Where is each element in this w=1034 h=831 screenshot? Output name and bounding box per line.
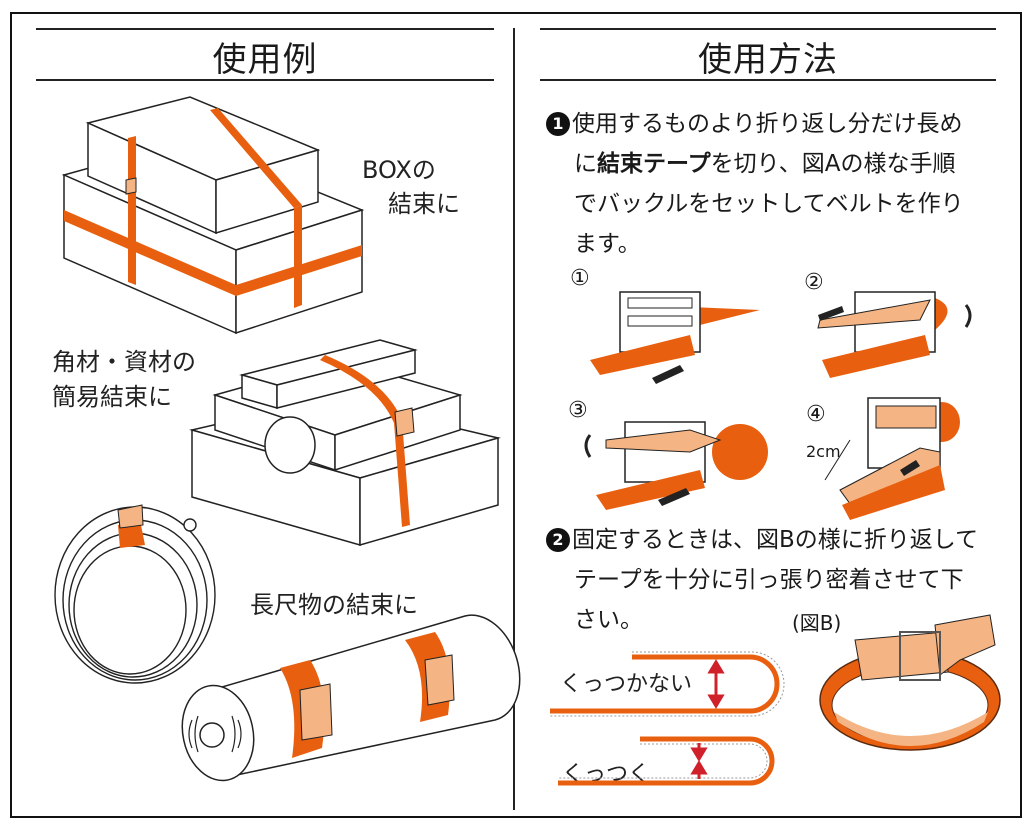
coil-bundle-illustration	[54, 504, 216, 684]
not-stick-label: くっつかない	[560, 672, 693, 697]
box-label-line2: 結束に	[388, 190, 460, 218]
step1-line3: でバックルをセットしてベルトを作り	[574, 191, 964, 217]
long-item-bundle-illustration	[181, 614, 521, 782]
title-rule-top-right	[540, 28, 996, 30]
step1-line4: ます。	[574, 231, 641, 257]
box-bundle-illustration	[61, 96, 365, 335]
lumber-bundle-illustration	[189, 339, 501, 546]
usage-examples-title: 使用例	[212, 40, 318, 80]
title-rule-bottom-right	[540, 79, 996, 81]
title-rule-bottom-left	[36, 79, 494, 81]
page-frame	[10, 12, 1022, 818]
lumber-label-line1: 角材・資材の	[52, 348, 196, 376]
title-rule-top-left	[36, 28, 494, 30]
step1-line2b: を切り、図Aの様な手順	[710, 151, 956, 177]
step1-number-badge: 1	[546, 112, 570, 136]
column-divider	[513, 28, 515, 810]
figure-b-label: (図B)	[792, 611, 842, 635]
figure-a-step2-label: ②	[804, 270, 824, 295]
step1-line2a: に	[574, 151, 597, 177]
step2-number-badge: 2	[546, 528, 570, 552]
step2-line3: さい。	[574, 607, 643, 633]
box-label-line1: BOXの	[362, 156, 436, 184]
figure-a-step3-label: ③	[568, 398, 588, 423]
usage-method-title: 使用方法	[698, 40, 838, 80]
figure-a-measure-label: 2cm	[806, 442, 841, 461]
figure-a-step1-label: ①	[570, 266, 590, 291]
lumber-label-line2: 簡易結束に	[52, 383, 172, 411]
step2-line2: テープを十分に引っ張り密着させて下	[574, 567, 964, 593]
figure-a-step4-label: ④	[806, 402, 826, 427]
step2-line1: 固定するときは、図Bの様に折り返して	[572, 527, 979, 553]
step1-line1: 使用するものより折り返し分だけ長め	[572, 111, 963, 137]
long-item-label: 長尺物の結束に	[250, 591, 418, 619]
step1-product-name: 結束テープ	[597, 151, 711, 177]
